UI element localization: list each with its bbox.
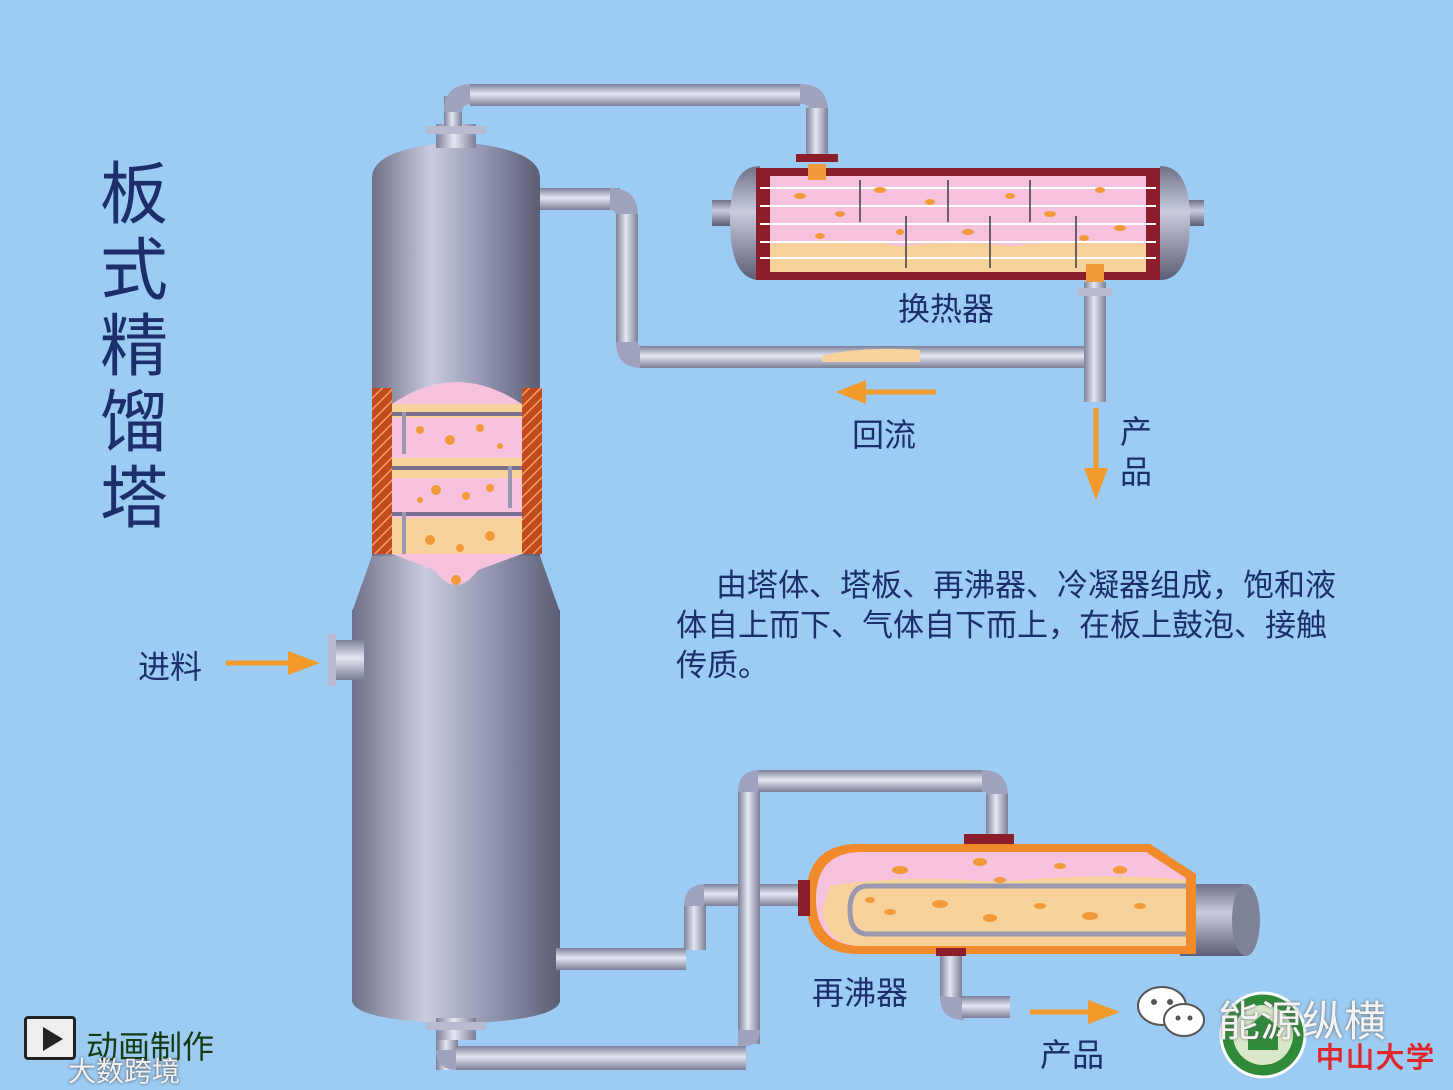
column-cutaway-trays xyxy=(372,382,542,585)
product-bottom-arrow xyxy=(1030,1000,1120,1024)
feed-arrow xyxy=(226,651,320,675)
reflux-pipe xyxy=(540,188,1112,402)
heat-exchanger-label: 换热器 xyxy=(898,290,995,328)
description-text: 由塔体、塔板、再沸器、冷凝器组成，饱和液体自上而下、气体自下而上，在板上鼓泡、接… xyxy=(676,568,1336,684)
product-top-label: 产品 xyxy=(1120,413,1153,491)
animation-credit: 动画制作 xyxy=(86,1028,215,1066)
reboiler-label: 再沸器 xyxy=(812,974,909,1012)
play-button[interactable] xyxy=(24,1016,76,1060)
feed-nozzle xyxy=(328,634,364,686)
brand-watermark: 能源纵横 xyxy=(1218,997,1387,1046)
overhead-vapor-pipe xyxy=(444,84,838,162)
product-top-arrow xyxy=(1084,408,1108,500)
diagram-title: 板式精馏塔 xyxy=(100,156,169,539)
wechat-icon xyxy=(1137,986,1205,1037)
reflux-arrow xyxy=(836,380,936,404)
university-seal-icon xyxy=(1219,991,1307,1079)
school-watermark: 中山大学 xyxy=(1316,1041,1437,1074)
reboiler-piping xyxy=(436,770,1014,1070)
feed-label: 进料 xyxy=(138,648,203,686)
heat-exchanger xyxy=(712,164,1204,282)
reflux-label: 回流 xyxy=(852,416,917,454)
product-bottom-label: 产品 xyxy=(1040,1036,1105,1074)
source-watermark: 大数跨境 xyxy=(68,1055,181,1088)
reboiler-vessel xyxy=(798,844,1260,956)
